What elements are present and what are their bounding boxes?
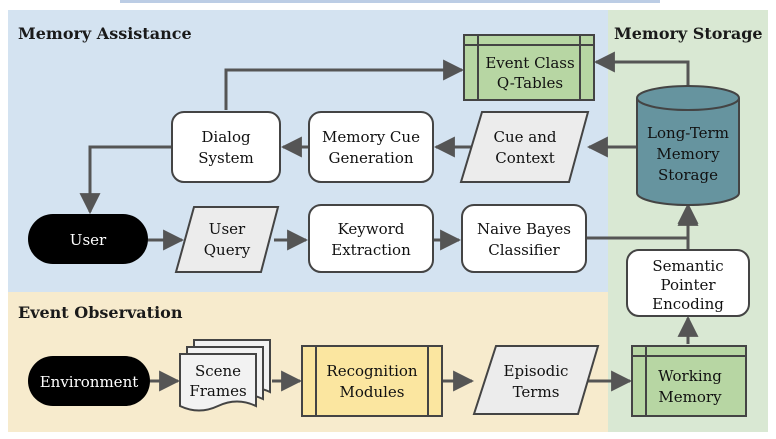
- memory-cue-generation-node: Memory Cue Generation: [308, 111, 434, 183]
- working-memory-line-2: Memory: [658, 388, 722, 406]
- keyword-line-2: Extraction: [331, 241, 411, 259]
- storage-line-3: Storage: [658, 166, 718, 184]
- edge-dialog-to-qtables: [224, 59, 465, 110]
- cue-gen-line-1: Memory Cue: [322, 128, 420, 146]
- working-memory-node: Working Memory: [631, 345, 747, 417]
- keyword-extraction-node: Keyword Extraction: [308, 204, 434, 273]
- scene-frames-line-2: Frames: [189, 382, 246, 400]
- episodic-line-2: Terms: [513, 383, 560, 401]
- encoding-line-1: Semantic: [652, 257, 723, 275]
- bayes-line-2: Classifier: [488, 241, 560, 259]
- event-observation-title: Event Observation: [18, 303, 183, 322]
- storage-line-2: Memory: [656, 145, 720, 163]
- memory-assistance-title: Memory Assistance: [18, 24, 192, 43]
- working-memory-line-1: Working: [658, 367, 722, 385]
- cue-context-line-2: Context: [495, 149, 555, 167]
- dialog-line-2: System: [198, 149, 254, 167]
- qtables-line-1: Event Class: [485, 54, 574, 72]
- cue-context-line-1: Cue and: [494, 128, 557, 146]
- encoding-line-3: Encoding: [652, 295, 724, 313]
- semantic-pointer-encoding-node: Semantic Pointer Encoding: [626, 249, 750, 317]
- user-node: User: [28, 214, 148, 264]
- encoding-line-2: Pointer: [660, 276, 716, 294]
- connectors: [79, 51, 699, 392]
- top-link-fragment: [120, 0, 660, 3]
- environment-label: Environment: [40, 373, 139, 391]
- qtables-line-2: Q-Tables: [497, 74, 563, 92]
- long-term-memory-storage-node: Long-Term Memory Storage: [636, 85, 740, 206]
- recognition-line-2: Modules: [339, 383, 404, 401]
- bayes-line-1: Naive Bayes: [477, 220, 571, 238]
- recognition-line-1: Recognition: [326, 362, 418, 380]
- recognition-modules-node: Recognition Modules: [301, 345, 443, 417]
- memory-storage-title: Memory Storage: [614, 24, 763, 43]
- cue-gen-line-2: Generation: [328, 149, 413, 167]
- event-class-qtables-node: Event Class Q-Tables: [463, 34, 595, 101]
- scene-frames-front-sheet: [179, 353, 257, 412]
- edge-dialog-to-user: [79, 145, 171, 215]
- user-query-line-2: Query: [204, 241, 251, 259]
- environment-node: Environment: [28, 356, 150, 406]
- user-query-node: User Query: [174, 206, 280, 273]
- scene-frames-node: Scene Frames: [179, 339, 271, 412]
- keyword-line-1: Keyword: [338, 220, 405, 238]
- user-query-line-1: User: [209, 220, 246, 238]
- storage-line-1: Long-Term: [647, 124, 729, 142]
- top-strip: [0, 0, 776, 8]
- naive-bayes-classifier-node: Naive Bayes Classifier: [461, 204, 587, 273]
- dialog-system-node: Dialog System: [171, 111, 281, 183]
- episodic-terms-node: Episodic Terms: [472, 345, 600, 415]
- cue-and-context-node: Cue and Context: [459, 111, 590, 183]
- scene-frames-line-1: Scene: [195, 362, 241, 380]
- dialog-line-1: Dialog: [201, 128, 251, 146]
- episodic-line-1: Episodic: [504, 362, 569, 380]
- user-label: User: [70, 231, 107, 249]
- edge-storage-to-qtables: [593, 51, 690, 88]
